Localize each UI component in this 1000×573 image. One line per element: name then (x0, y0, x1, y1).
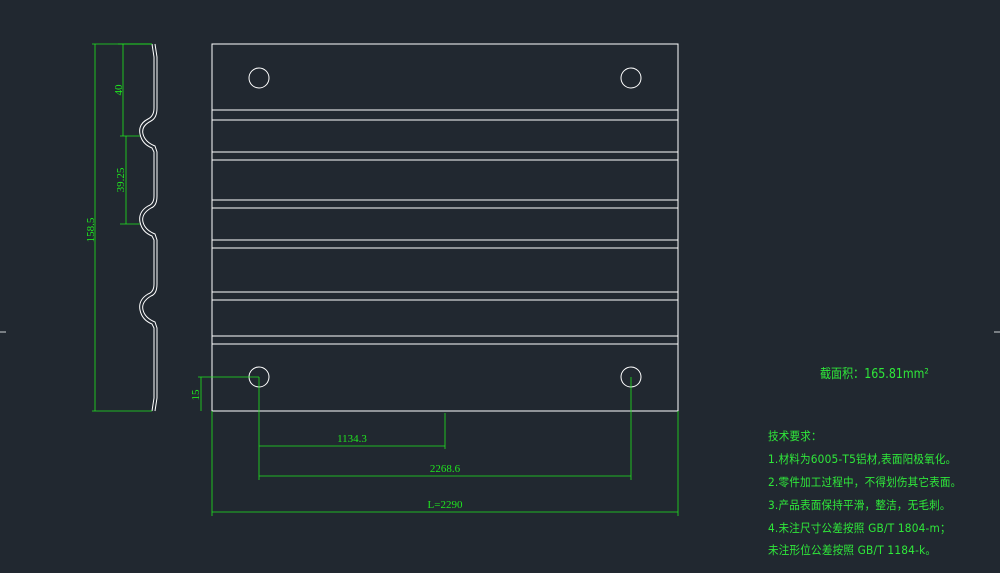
tech-note-2: 2.零件加工过程中，不得划伤其它表面。 (768, 475, 962, 489)
dim-length: L=2290 (428, 499, 463, 511)
front-dimensions (198, 376, 679, 516)
tech-notes-title: 技术要求： (768, 429, 822, 443)
tech-note-4: 4.未注尺寸公差按照 GB/T 1804-m； (768, 521, 951, 535)
dim-hole-span: 2268.6 (430, 463, 461, 475)
dim-hole-offset: 15 (190, 389, 202, 401)
profile-inner-edge (142, 43, 158, 412)
side-profile-view (139, 43, 158, 412)
tech-note-3: 3.产品表面保持平滑，整洁，无毛刺。 (768, 498, 951, 512)
section-area-value: 165.81mm² (864, 367, 929, 382)
dim-upper: 40 (113, 84, 125, 96)
section-area: 截面积：165.81mm² (820, 363, 929, 382)
dim-pitch: 39.25 (115, 167, 127, 192)
side-dimensions (92, 43, 152, 412)
mounting-hole-top-right (620, 67, 642, 89)
plate-outline (211, 43, 679, 412)
mounting-hole-top-left (248, 67, 270, 89)
tech-note-1: 1.材料为6005-T5铝材,表面阳极氧化。 (768, 452, 957, 466)
front-view (211, 43, 679, 412)
dim-height-total: 158.5 (85, 217, 97, 242)
tech-note-4-cont: 未注形位公差按照 GB/T 1184-k。 (768, 543, 937, 557)
profile-outer-edge (139, 43, 155, 412)
section-area-label: 截面积： (820, 367, 865, 382)
dim-half-span: 1134.3 (337, 433, 367, 445)
